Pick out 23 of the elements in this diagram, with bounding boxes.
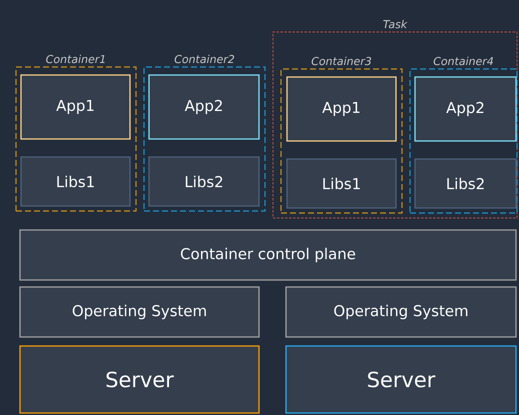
server-box: Server [285, 345, 517, 414]
libs-box: Libs1 [286, 158, 397, 209]
heading-text: Container1 [46, 54, 105, 64]
heading-text: Container4 [434, 56, 493, 66]
container-box [15, 54, 137, 212]
heading-text: Container3 [312, 56, 372, 66]
app-box: App2 [148, 74, 260, 140]
os-box: Operating System [285, 286, 517, 338]
task-box [272, 20, 518, 218]
heading-text: Container2 [174, 54, 234, 64]
container-box [280, 56, 403, 214]
libs-box: Libs2 [148, 156, 260, 207]
container-box [143, 54, 266, 212]
heading-text: Task [383, 20, 408, 28]
container-box [409, 56, 518, 214]
os-box: Operating System [19, 286, 260, 338]
libs-box: Libs2 [414, 158, 517, 209]
app-box: App1 [20, 74, 131, 140]
app-box: App1 [286, 76, 397, 142]
app-box: App2 [414, 76, 517, 142]
control-plane-box: Container control plane [19, 229, 517, 281]
libs-box: Libs1 [20, 156, 131, 207]
server-box: Server [19, 345, 260, 414]
